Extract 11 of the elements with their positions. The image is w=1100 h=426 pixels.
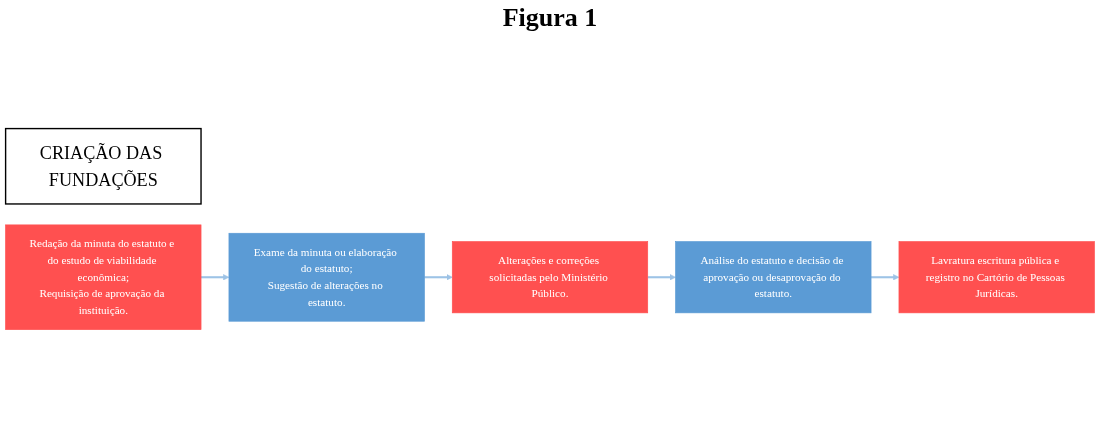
arrow (647, 274, 676, 281)
node-box: Redação da minuta do estatuto e do estudo de viabilidade econômica; Requisição de aprovação da instituição. (5, 224, 202, 330)
node-box: Exame da minuta ou elaboração do estatuto; Sugestão de alterações no estatuto. (228, 232, 425, 322)
node-box: Alterações e correções solicitadas pelo Ministério Público. (451, 241, 649, 314)
arrow (871, 274, 900, 281)
node-box: Análise do estatuto e decisão de aprovação ou desaprovação do estatuto. (675, 241, 872, 314)
node-box: CRIAÇÃO DAS FUNDAÇÕES (4, 127, 202, 205)
arrow (424, 274, 453, 281)
node-box: Lavratura escritura pública e registro no Cartório de Pessoas Jurídicas. (898, 241, 1095, 314)
figure-title: Figura 1 (501, 2, 599, 34)
arrow (201, 274, 230, 281)
